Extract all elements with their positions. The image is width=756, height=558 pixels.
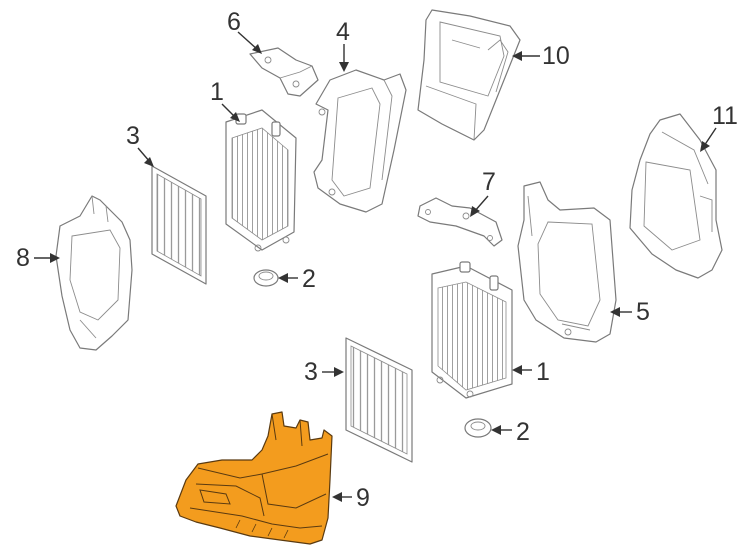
svg-text:9: 9: [356, 484, 370, 512]
part-1-cooler-upper[interactable]: [225, 109, 297, 252]
part-7-bracket[interactable]: [417, 197, 503, 247]
svg-text:7: 7: [482, 168, 496, 196]
part-8-air-duct[interactable]: [55, 195, 133, 351]
part-3-grille-upper[interactable]: [151, 165, 207, 285]
svg-text:4: 4: [336, 18, 350, 46]
part-2-grommet-upper[interactable]: [253, 269, 279, 287]
callout-8: 8: [16, 244, 60, 272]
svg-text:10: 10: [542, 42, 570, 70]
callout-3-upper: 3: [126, 122, 154, 167]
svg-text:3: 3: [304, 358, 318, 386]
svg-text:6: 6: [227, 8, 241, 36]
callout-10: 10: [512, 42, 570, 70]
part-3-grille-lower[interactable]: [345, 337, 413, 463]
svg-text:1: 1: [210, 78, 224, 106]
callout-4: 4: [336, 18, 350, 72]
callout-6: 6: [227, 8, 262, 54]
callout-11: 11: [700, 102, 738, 152]
part-6-bracket[interactable]: [249, 47, 319, 97]
svg-text:2: 2: [516, 418, 530, 446]
svg-text:3: 3: [126, 122, 140, 150]
svg-text:1: 1: [536, 358, 550, 386]
part-4-bracket[interactable]: [313, 69, 407, 213]
part-2-grommet-lower[interactable]: [464, 418, 492, 438]
part-1-cooler-lower[interactable]: [431, 261, 513, 399]
callout-9: 9: [332, 484, 370, 512]
callout-1-lower: 1: [512, 358, 550, 386]
part-11-side-duct[interactable]: [629, 113, 723, 279]
callout-5: 5: [610, 298, 650, 326]
svg-text:5: 5: [636, 298, 650, 326]
svg-text:8: 8: [16, 244, 30, 272]
callout-3-lower: 3: [304, 358, 344, 386]
callout-2-upper: 2: [278, 265, 316, 293]
callout-2-lower: 2: [491, 418, 530, 446]
svg-text:2: 2: [302, 265, 316, 293]
svg-text:11: 11: [712, 102, 738, 130]
part-10-air-duct[interactable]: [417, 9, 521, 141]
callout-7: 7: [470, 168, 496, 217]
part-5-frame[interactable]: [517, 181, 617, 343]
part-9-air-duct-highlighted[interactable]: [175, 411, 333, 545]
callout-1-upper: 1: [210, 78, 240, 122]
